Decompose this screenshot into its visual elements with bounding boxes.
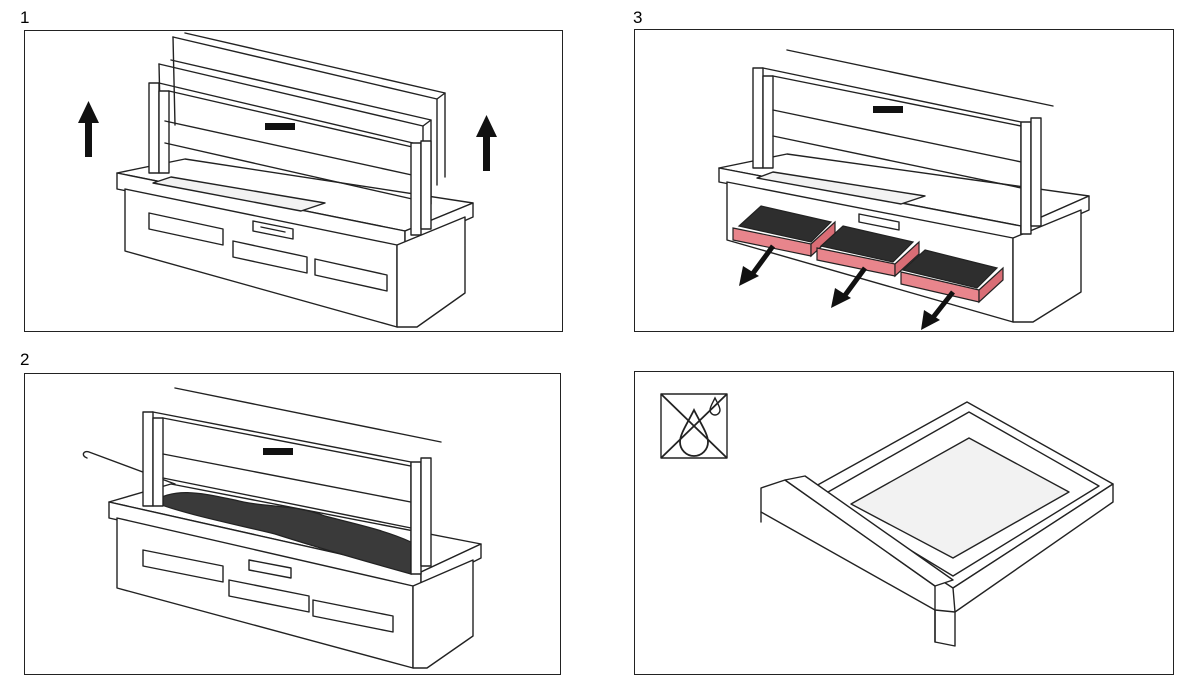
drawers-out-illustration	[718, 49, 1090, 330]
step-number-2: 2	[20, 350, 30, 369]
panel-drawer-care	[634, 371, 1174, 675]
step-number-3: 3	[633, 8, 643, 27]
step-number-1: 1	[20, 8, 30, 27]
arrow-down-left-icon	[921, 290, 955, 330]
tray-removal-illustration	[82, 387, 482, 669]
counter-lift-illustration	[78, 32, 497, 328]
drawer-pulled-2	[816, 225, 920, 278]
drawer-pulled-3	[900, 249, 1004, 304]
no-water-crossed-drop-icon	[660, 393, 728, 459]
arrow-up-icon	[476, 115, 497, 171]
arrow-down-left-icon	[831, 266, 868, 308]
arrow-up-icon	[78, 101, 99, 157]
drawer-fronts	[148, 212, 388, 292]
glass-superstructure	[752, 49, 1054, 235]
drawer-detail-illustration	[660, 393, 1114, 647]
glass-superstructure	[148, 32, 446, 236]
pulled-drawers	[732, 205, 1004, 304]
arrow-down-left-icon	[739, 244, 776, 286]
panel-step-1	[24, 30, 563, 332]
panel-step-2	[24, 373, 561, 675]
glass-superstructure	[142, 387, 442, 575]
tray-liner	[151, 492, 412, 575]
panel-step-3	[634, 29, 1174, 332]
drawer	[760, 401, 1114, 647]
